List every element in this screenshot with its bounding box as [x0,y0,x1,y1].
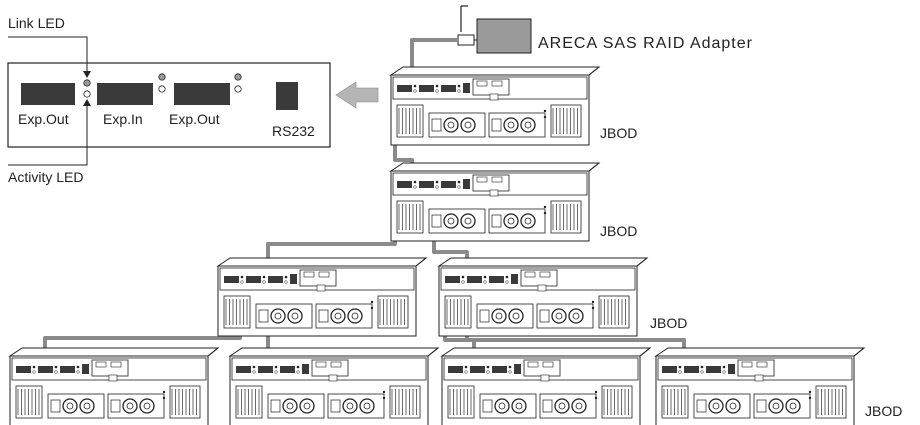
arrow-icon [83,99,91,106]
callout-label: Activity LED [8,169,83,185]
arrow-icon [83,71,91,78]
jbod-enclosure [216,257,428,337]
raid-adapter: ARECA SAS RAID Adapter [457,5,753,54]
led-icon [158,73,166,81]
activity-led-icon [83,90,91,98]
jbod-enclosures [8,66,866,425]
callout-label: Link LED [8,15,65,31]
led-icon [234,73,242,81]
detail-pointer-arrow-icon [335,81,379,109]
jbod-enclosure [228,347,440,425]
jbod-enclosure [437,257,649,337]
exp-out-port-2 [174,83,230,105]
led-icon [158,85,166,93]
link-led-icon [83,79,91,87]
rs232-port [276,82,298,110]
exp-out-port-1 [21,83,75,105]
port-label: Exp.Out [18,111,69,127]
port-label: RS232 [272,123,315,139]
jbod-label: JBOD [600,223,637,239]
port-label: Exp.Out [169,111,220,127]
exp-in-port [97,83,153,105]
jbod-enclosure [654,347,866,425]
expander-port-panel: Exp.Out Exp.In Exp.Out RS232 [7,62,331,148]
led-icon [234,85,242,93]
cable-jbod-2-to-jbod-3l [266,191,397,268]
jbod-enclosure [440,347,652,425]
jbod-label: JBOD [865,403,902,419]
jbod-label: JBOD [650,315,687,331]
port-label: Exp.In [103,111,143,127]
adapter-label: ARECA SAS RAID Adapter [538,35,753,52]
jbod-enclosure [389,66,601,146]
jbod-label: JBOD [600,125,637,141]
activity-led-callout: Activity LED [8,99,91,185]
link-led-callout: Link LED [8,15,91,78]
jbod-enclosure [8,347,220,425]
jbod-enclosure [389,162,601,242]
